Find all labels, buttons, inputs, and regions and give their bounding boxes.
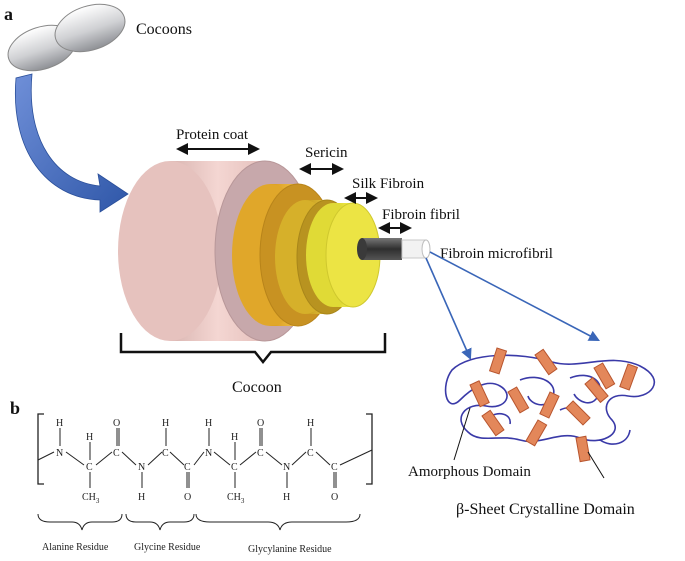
- atom-n-3: N: [205, 448, 212, 459]
- atom-h-1: H: [56, 418, 63, 429]
- crystalline-blocks: [469, 347, 639, 463]
- alanine-brace: [37, 513, 123, 531]
- amorphous-pointer: [453, 407, 471, 461]
- atom-n-2: N: [138, 462, 145, 473]
- atom-c-3: C: [162, 448, 169, 459]
- atom-n-4: N: [283, 462, 290, 473]
- zoom-arrow-right: [429, 251, 600, 342]
- panel-b-tag: b: [10, 398, 20, 418]
- atom-o-2: O: [257, 418, 264, 429]
- atom-h-2: H: [86, 432, 93, 443]
- atom-h-7: H: [138, 492, 145, 503]
- silk-fibroin-label: Silk Fibroin: [352, 176, 425, 192]
- cocoon-to-fiber-arrow: [14, 73, 129, 213]
- polypeptide-structure: H H O H H H O H N C C N C C N C C N C C …: [37, 413, 373, 505]
- cocoon-bracket: [119, 333, 387, 365]
- atom-o-1: O: [113, 418, 120, 429]
- crystalline-pointer: [587, 451, 605, 479]
- backbone-bonds: [37, 428, 373, 488]
- right-bracket: [366, 413, 373, 485]
- sericin-label: Sericin: [305, 145, 348, 161]
- atom-c-4: C: [184, 462, 191, 473]
- atom-c-8: C: [331, 462, 338, 473]
- atom-o-3: O: [184, 492, 191, 503]
- zoom-arrow-left: [425, 257, 472, 361]
- alanine-residue-label: Alanine Residue: [42, 542, 109, 553]
- cocoon-label: Cocoon: [232, 379, 282, 396]
- left-bracket: [37, 413, 44, 485]
- atom-c-5: C: [231, 462, 238, 473]
- fibroin-fibril-label: Fibroin fibril: [382, 207, 460, 223]
- fiber-cross-section: [118, 160, 431, 342]
- fibroin-microfibril-rod: [357, 238, 431, 260]
- atom-ch3-1: CH3: [82, 492, 100, 505]
- glycine-residue-label: Glycine Residue: [134, 542, 201, 553]
- atom-c-6: C: [257, 448, 264, 459]
- panel-a-tag: a: [4, 4, 13, 24]
- atom-h-4: H: [205, 418, 212, 429]
- atom-o-4: O: [331, 492, 338, 503]
- glycylanine-brace: [195, 513, 361, 531]
- atom-ch3-2: CH3: [227, 492, 245, 505]
- amorphous-domain-label: Amorphous Domain: [408, 464, 531, 480]
- fibroin-fibril-layer: [306, 202, 381, 308]
- atom-n-1: N: [56, 448, 63, 459]
- atom-h-5: H: [231, 432, 238, 443]
- glycylanine-residue-label: Glycylanine Residue: [248, 544, 332, 555]
- cocoons-label: Cocoons: [136, 21, 192, 38]
- atom-h-6: H: [307, 418, 314, 429]
- glycine-brace: [125, 513, 195, 531]
- cocoons-illustration: [7, 3, 126, 72]
- atom-h-3: H: [162, 418, 169, 429]
- atom-c-1: C: [86, 462, 93, 473]
- atom-h-8: H: [283, 492, 290, 503]
- residue-braces: [37, 513, 361, 531]
- protein-coat-label: Protein coat: [176, 127, 249, 143]
- atom-c-7: C: [307, 448, 314, 459]
- fibroin-network: [444, 347, 656, 479]
- atom-c-2: C: [113, 448, 120, 459]
- fibroin-microfibril-label: Fibroin microfibril: [440, 246, 553, 262]
- crystalline-domain-label: β-Sheet Crystalline Domain: [456, 501, 635, 518]
